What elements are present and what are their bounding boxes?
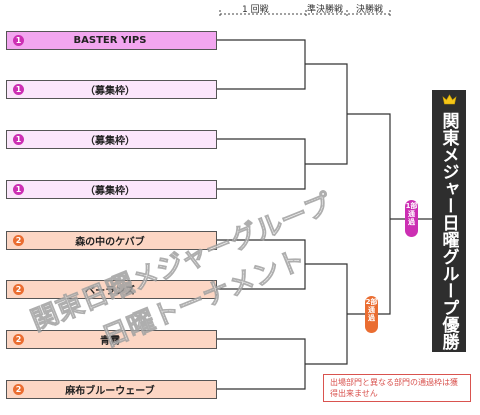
team-slot-3[interactable]: 1 （募集枠） [6, 130, 217, 149]
team-name: （募集枠） [85, 186, 135, 197]
team-name: 麻布ブルーウェーブ [65, 386, 155, 397]
crown-icon [442, 94, 457, 105]
team-name: ベーランズ [85, 286, 135, 297]
division-2-advance-badge: 2部通過 [365, 296, 378, 333]
team-slot-7[interactable]: 2 青霧 [6, 330, 217, 349]
division-number-icon: 1 [13, 134, 24, 145]
team-name: （募集枠） [85, 136, 135, 147]
team-slot-1[interactable]: 1 BASTER YIPS [6, 31, 217, 50]
division-number-icon: 2 [13, 284, 24, 295]
team-slot-2[interactable]: 1 （募集枠） [6, 80, 217, 99]
division-number-icon: 2 [13, 235, 24, 246]
round-1-header: 1 回戦 [242, 5, 269, 15]
team-slot-6[interactable]: 2 ベーランズ [6, 280, 217, 299]
division-number-icon: 1 [13, 84, 24, 95]
champion-title: 関東メジャー日曜グループ優勝 [438, 112, 459, 350]
division-number-icon: 1 [13, 184, 24, 195]
team-name: （募集枠） [85, 86, 135, 97]
division-number-icon: 2 [13, 384, 24, 395]
semifinal-header: 準決勝戦 [307, 5, 344, 15]
team-slot-5[interactable]: 2 森の中のケバブ [6, 231, 217, 250]
division-1-advance-badge: 1部通過 [405, 200, 418, 237]
division-number-icon: 2 [13, 334, 24, 345]
team-name: 森の中のケバブ [75, 237, 145, 248]
team-slot-8[interactable]: 2 麻布ブルーウェーブ [6, 380, 217, 399]
team-name: BASTER YIPS [73, 35, 147, 46]
champion-box: 関東メジャー日曜グループ優勝 [432, 90, 466, 352]
division-number-icon: 1 [13, 35, 24, 46]
team-name: 青霧 [100, 336, 120, 347]
team-slot-4[interactable]: 1 （募集枠） [6, 180, 217, 199]
eligibility-note: 出場部門と異なる部門の通過枠は獲得出来ません [323, 374, 471, 402]
final-header: 決勝戦 [356, 5, 384, 15]
